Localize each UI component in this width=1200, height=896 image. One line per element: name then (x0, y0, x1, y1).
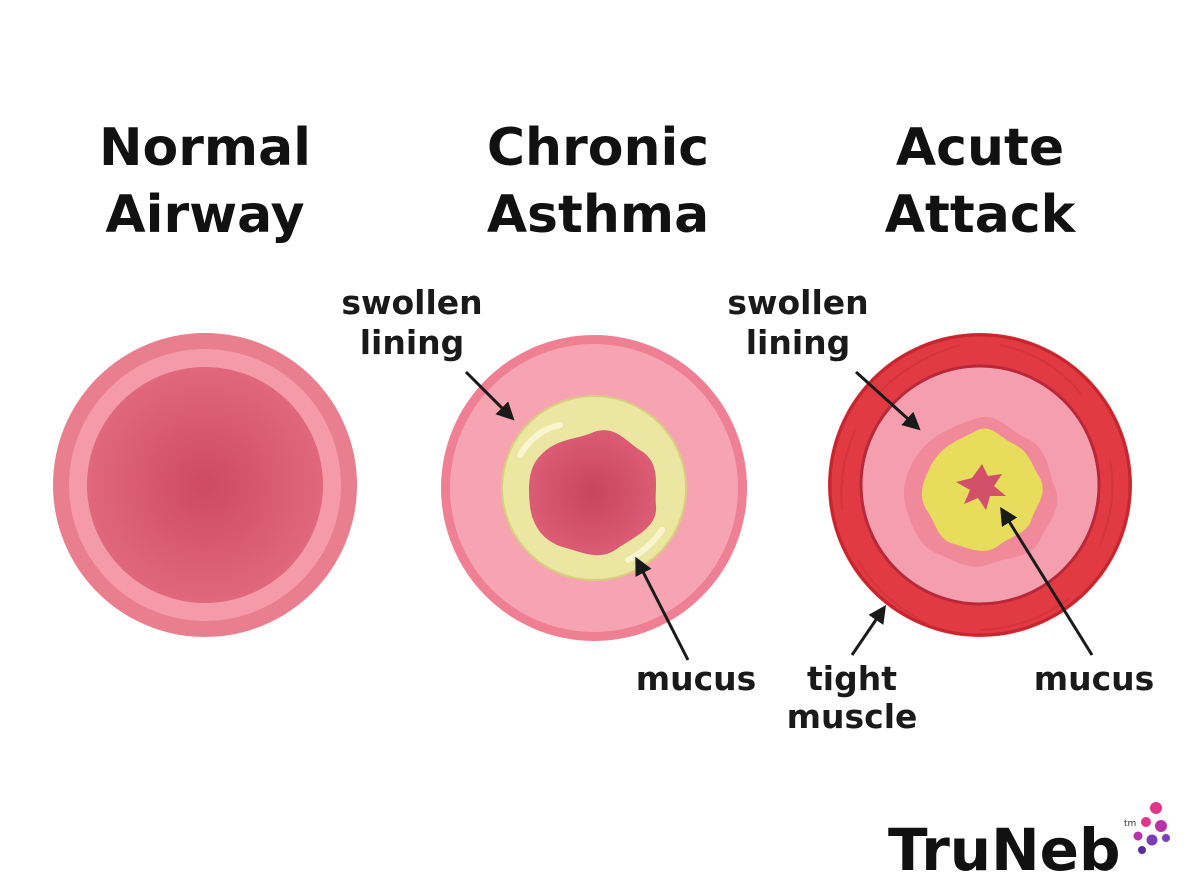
panel-title-line1: Chronic (487, 118, 709, 178)
logo-trademark: tm (1124, 819, 1136, 829)
arrow-mucus (635, 556, 690, 661)
arrow-tight-muscle (850, 605, 887, 656)
label-swollen-lining-line2: lining (360, 323, 465, 362)
truneb-logo: TruNeb tm (888, 802, 1170, 884)
arrow-swollen-lining (464, 370, 515, 421)
label-mucus: mucus (1034, 659, 1155, 698)
panel-chronic-asthma: Chronic Asthma swollen lining mucus (341, 118, 756, 698)
mucus-ring-edge (501, 395, 687, 581)
label-mucus: mucus (636, 659, 757, 698)
mucus-highlight (517, 422, 563, 458)
panel-title-line1: Normal (99, 118, 311, 178)
panel-acute-attack: Acute Attack swollen lining tight muscle (727, 118, 1154, 736)
airway-lumen (87, 367, 323, 603)
panel-title-line2: Asthma (487, 185, 709, 245)
acute-airway-cross-section (828, 333, 1132, 637)
chronic-airway-cross-section (441, 335, 747, 641)
mucus-highlight (625, 527, 665, 563)
panel-title-line2: Attack (885, 185, 1077, 245)
panel-normal-airway: Normal Airway (53, 118, 357, 637)
airway-lumen (956, 464, 1006, 510)
airway-lumen (529, 430, 657, 556)
label-swollen-lining-line2: lining (746, 323, 851, 362)
normal-airway-cross-section (53, 333, 357, 637)
label-swollen-lining-line1: swollen (341, 283, 482, 322)
panel-title-line1: Acute (896, 118, 1064, 178)
muscle-ring-edge (828, 333, 1132, 637)
lining-edge (859, 364, 1101, 606)
label-tight-muscle-line1: tight (807, 659, 897, 698)
panel-title-line2: Airway (105, 185, 304, 245)
arrow-swollen-lining (854, 370, 921, 431)
label-swollen-lining-line1: swollen (727, 283, 868, 322)
label-tight-muscle-line2: muscle (787, 697, 918, 736)
arrow-mucus (1000, 506, 1094, 656)
logo-wordmark: TruNeb (888, 816, 1120, 884)
logo-dots-icon (1133, 802, 1170, 854)
